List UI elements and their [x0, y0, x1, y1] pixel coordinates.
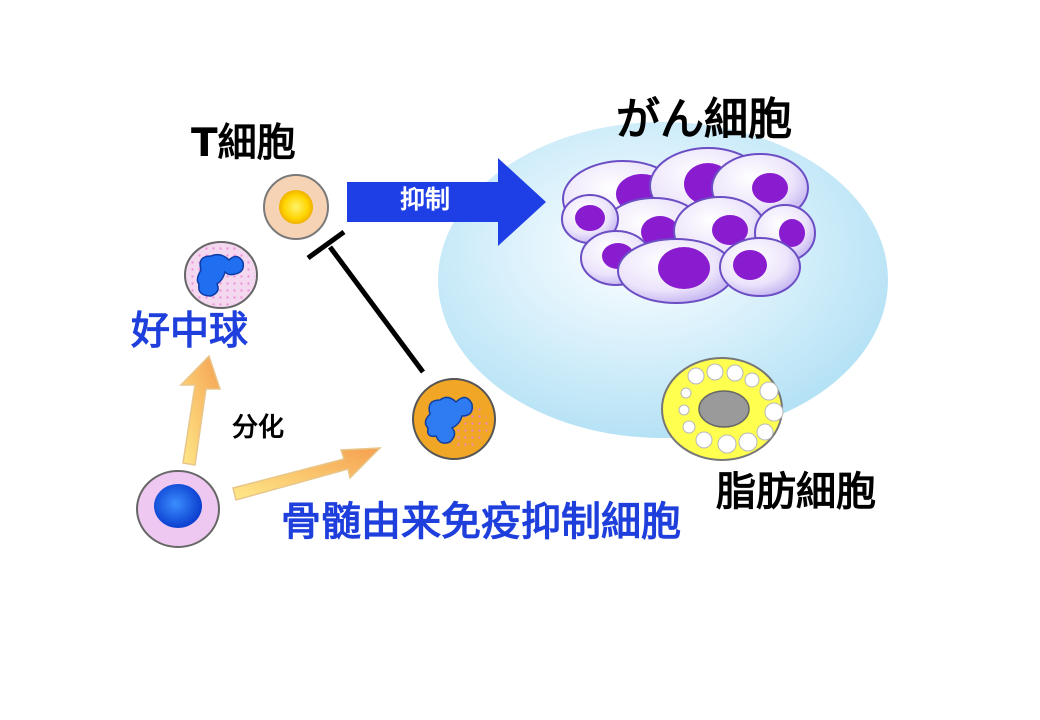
differentiation-arrow-right [232, 447, 382, 501]
differentiation-arrow-up [179, 354, 222, 466]
neutrophil-cell [184, 241, 258, 309]
cancer-cell-label: がん細胞 [616, 94, 792, 145]
suppression-label: 抑制 [400, 185, 451, 214]
t-cell-label: T細胞 [191, 121, 296, 166]
precursor-cell [136, 470, 220, 548]
differentiation-label: 分化 [232, 413, 285, 443]
adipocyte-label: 脂肪細胞 [716, 469, 876, 515]
mdsc-cell [412, 378, 496, 460]
neutrophil-label: 好中球 [131, 309, 249, 354]
mdsc-label: 骨髄由来免疫抑制細胞 [281, 499, 681, 545]
t-cell [263, 174, 329, 240]
suppression-arrow [347, 158, 546, 246]
inhibition-line [306, 229, 426, 374]
adipocyte-cell [661, 357, 784, 461]
cancer-cell-cluster [561, 147, 816, 304]
